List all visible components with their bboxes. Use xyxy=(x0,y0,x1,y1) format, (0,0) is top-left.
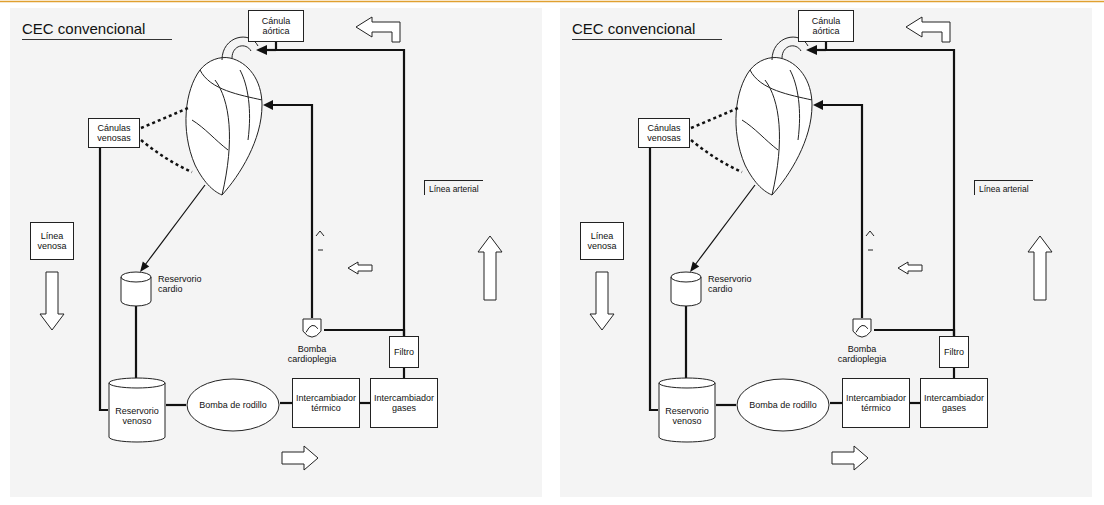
node-text: Línea venosa xyxy=(33,231,71,252)
flow-line xyxy=(685,306,687,379)
flow-line xyxy=(403,368,405,378)
flow-line xyxy=(100,148,108,410)
pump-symbol: Bomba cardioplegia xyxy=(850,318,874,342)
node-text: Bomba de rodillo xyxy=(749,400,817,410)
cannula-box: Cánulas venosas xyxy=(638,118,690,148)
reservoir-cylinder-outline xyxy=(120,272,152,306)
cylinder-body xyxy=(671,272,701,306)
flow-line xyxy=(650,148,658,410)
node-text: Intercambiador gases xyxy=(923,393,985,414)
node-text: Bomba cardioplegia xyxy=(830,344,894,365)
pump-symbol-outline xyxy=(300,318,324,342)
node-text: Bomba cardioplegia xyxy=(280,344,344,365)
flow-line xyxy=(910,402,920,404)
pump-symbol: Bomba cardioplegia xyxy=(300,318,324,342)
exchanger-box: Intercambiador gases xyxy=(370,378,438,428)
flow-line xyxy=(826,42,954,336)
exchanger-box: Intercambiador térmico xyxy=(842,378,910,428)
flow-line xyxy=(830,402,842,404)
pump-body xyxy=(303,319,321,337)
cannula-box: Cánula aórtica xyxy=(798,10,854,42)
reservoir-cylinder: Reservorio venoso xyxy=(658,378,716,442)
cannula-box: Cánula aórtica xyxy=(248,10,304,42)
cylinder-rim xyxy=(109,383,165,388)
flow-line xyxy=(716,404,736,406)
reservoir-cylinder-outline xyxy=(670,272,702,306)
flow-line xyxy=(360,402,370,404)
node-text: Intercambiador térmico xyxy=(295,393,357,414)
node-text: Cánula aórtica xyxy=(801,16,851,37)
top-rule xyxy=(0,1,1104,3)
flow-line xyxy=(280,402,292,404)
node-text: Reservorio venoso xyxy=(108,394,166,427)
flow-line xyxy=(135,306,137,379)
node-text: Intercambiador térmico xyxy=(845,393,907,414)
line-label: Línea arterial xyxy=(424,180,483,195)
cylinder-rim xyxy=(121,277,151,282)
node-text: Reservorio venoso xyxy=(658,394,716,427)
exchanger-box: Intercambiador térmico xyxy=(292,378,360,428)
flow-line xyxy=(953,368,955,378)
pump-body xyxy=(853,319,871,337)
exchanger-box: Intercambiador gases xyxy=(920,378,988,428)
cylinder-rim xyxy=(671,277,701,282)
filter-box: Filtro xyxy=(389,336,419,368)
roller-pump: Bomba de rodillo xyxy=(186,378,280,432)
panel-illustration xyxy=(10,8,542,497)
node-text: Reservorio cardio xyxy=(708,274,764,295)
reservoir-cylinder: Reservorio cardio xyxy=(670,272,702,306)
line-label-box: Línea venosa xyxy=(30,222,74,260)
flow-line xyxy=(166,404,186,406)
diagram-title: CEC convencional xyxy=(572,20,722,40)
pump-curve xyxy=(856,325,868,332)
filter-box: Filtro xyxy=(939,336,969,368)
reservoir-cylinder: Reservorio venoso xyxy=(108,378,166,442)
node-text: Filtro xyxy=(394,347,414,357)
pump-ellipse xyxy=(737,379,829,431)
node-text: Cánulas venosas xyxy=(641,123,687,144)
pump-ellipse xyxy=(187,379,279,431)
panel-illustration xyxy=(560,8,1092,497)
node-text: Línea venosa xyxy=(583,231,621,252)
diagram-title: CEC convencional xyxy=(22,20,172,40)
cylinder-rim xyxy=(659,383,715,388)
flow-line xyxy=(276,42,404,336)
line-label-box: Línea venosa xyxy=(580,222,624,260)
node-text: Intercambiador gases xyxy=(373,393,435,414)
line-label: Línea arterial xyxy=(974,180,1033,195)
node-text: Cánula aórtica xyxy=(251,16,301,37)
cylinder-body xyxy=(121,272,151,306)
roller-pump: Bomba de rodillo xyxy=(736,378,830,432)
pump-symbol-outline xyxy=(850,318,874,342)
pump-curve xyxy=(306,325,318,332)
cannula-box: Cánulas venosas xyxy=(88,118,140,148)
node-text: Bomba de rodillo xyxy=(199,400,267,410)
node-text: Cánulas venosas xyxy=(91,123,137,144)
cylinder-body xyxy=(659,378,715,442)
node-text: Filtro xyxy=(944,347,964,357)
cylinder-body xyxy=(109,378,165,442)
reservoir-cylinder: Reservorio cardio xyxy=(120,272,152,306)
node-text: Reservorio cardio xyxy=(158,274,214,295)
